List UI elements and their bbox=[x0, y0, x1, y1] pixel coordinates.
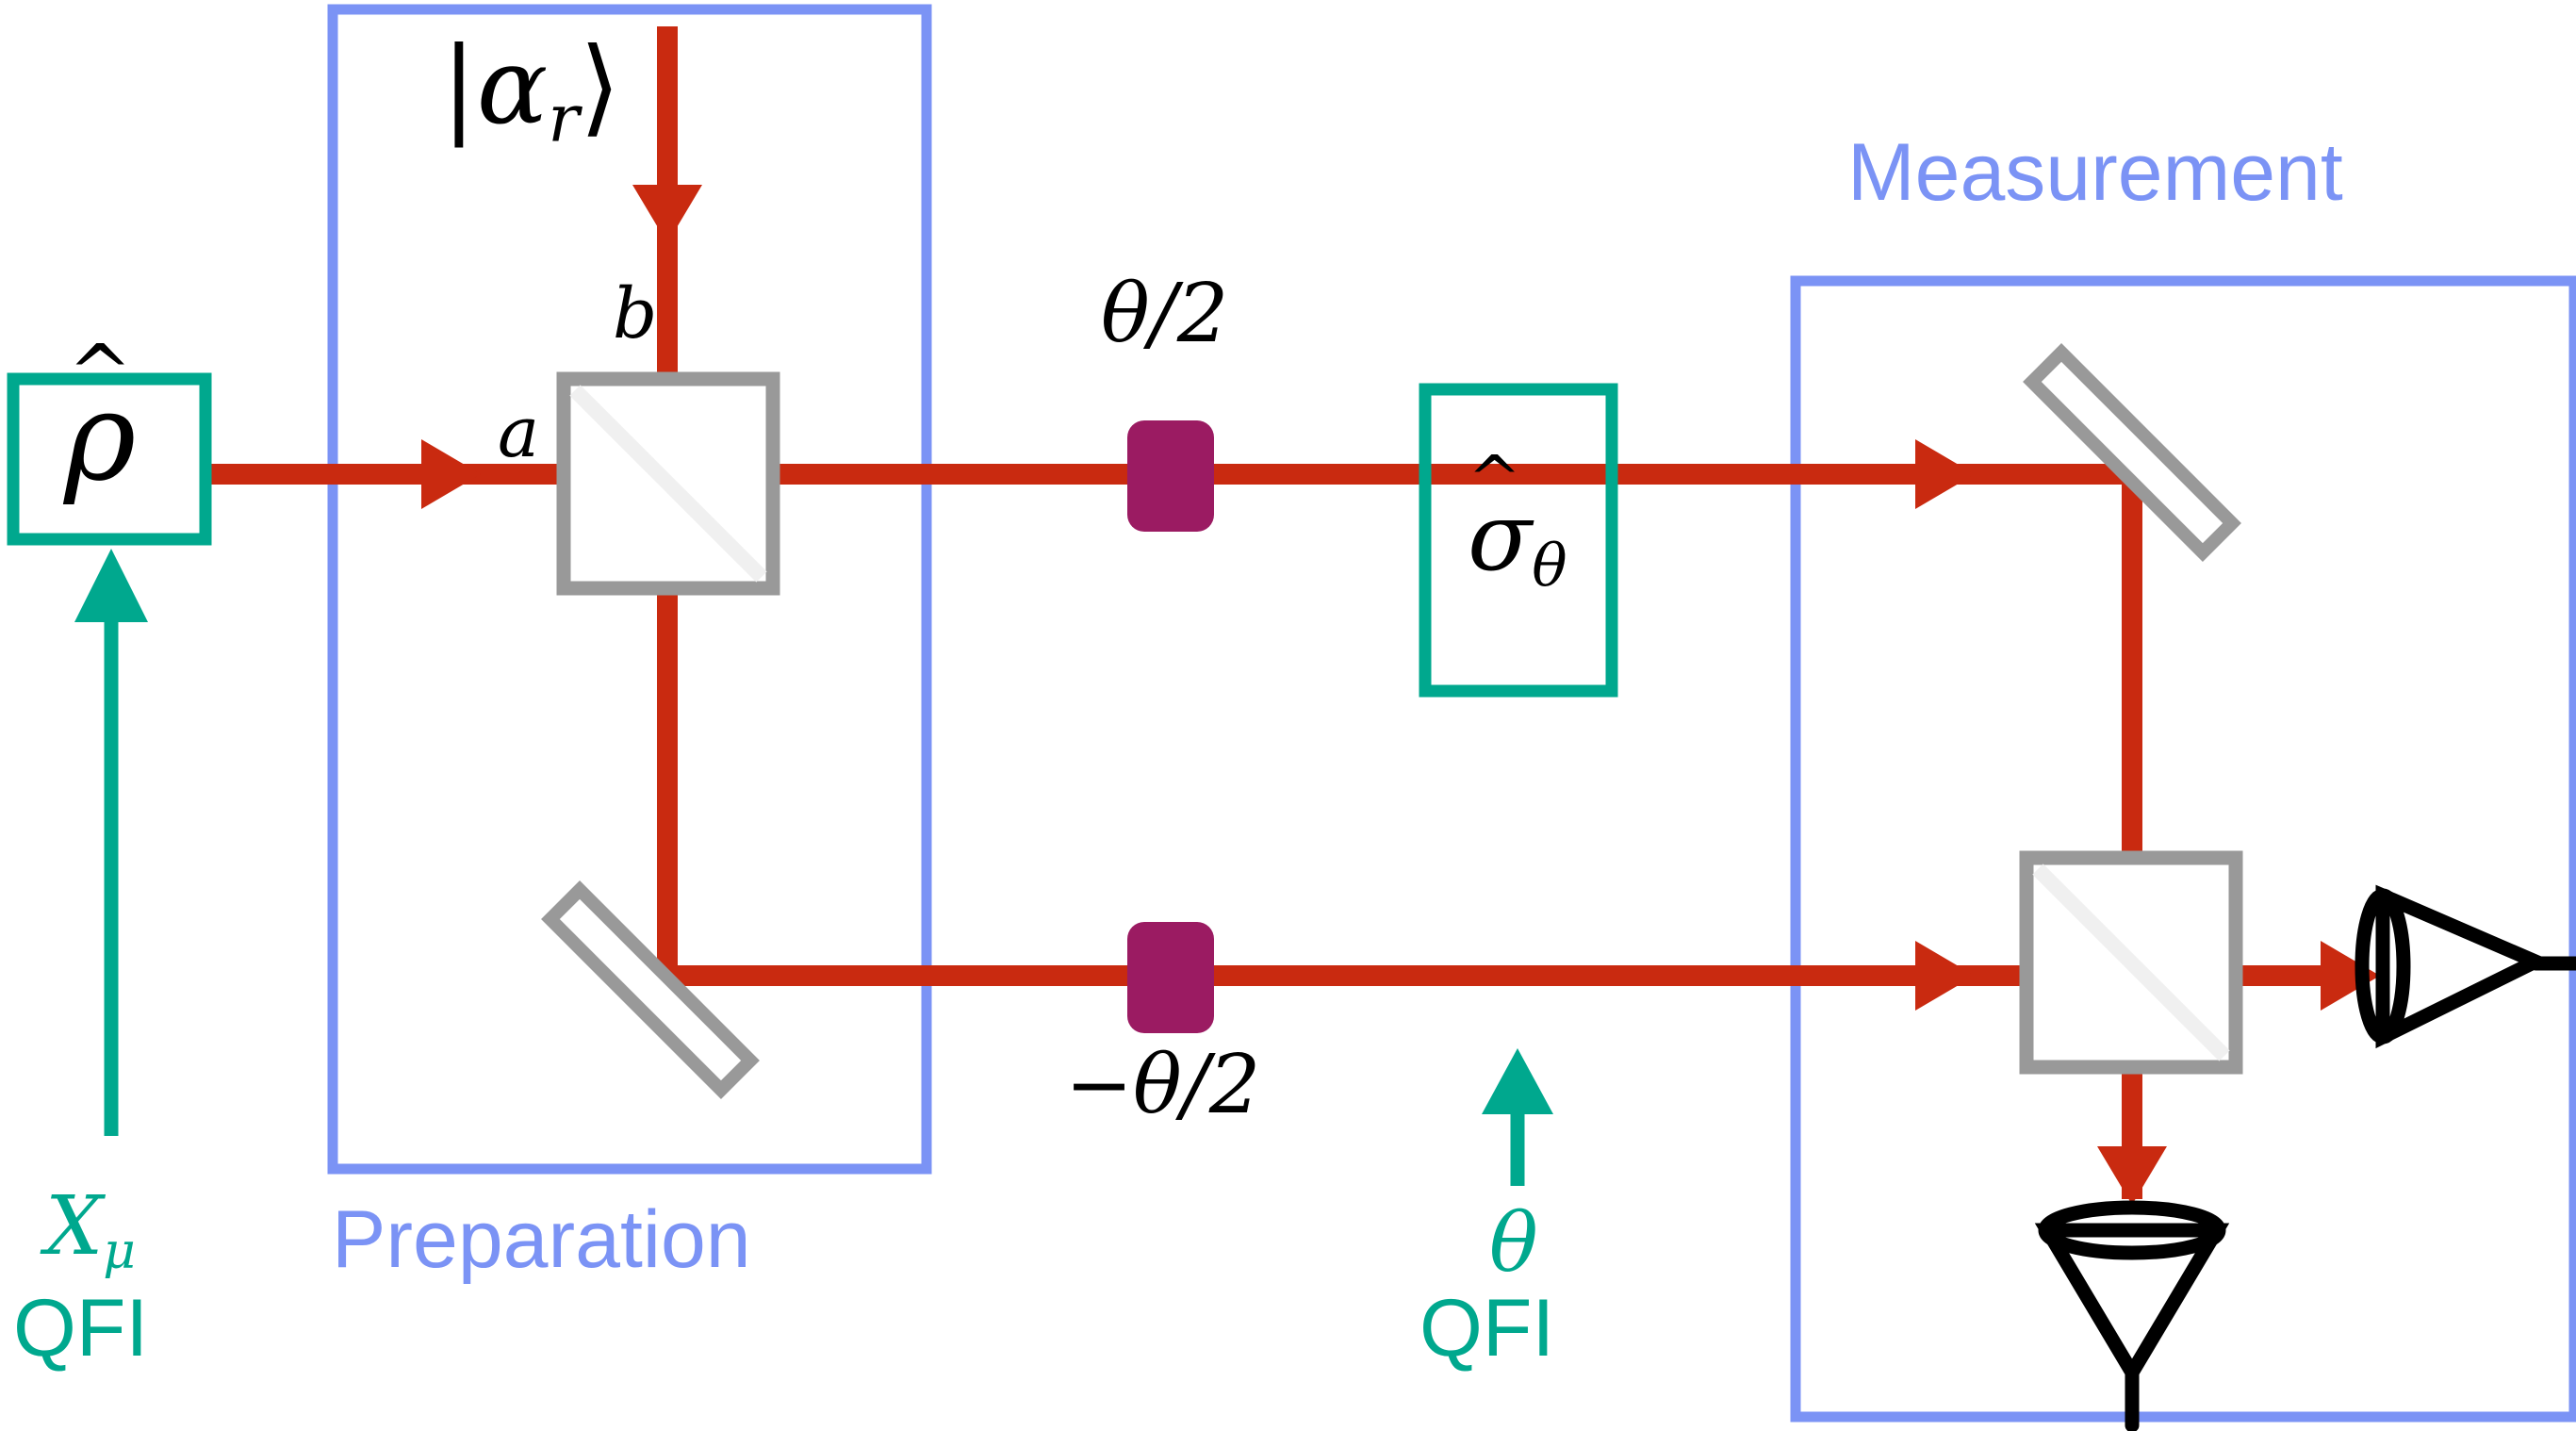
mode-a-label: a bbox=[498, 392, 540, 473]
qfi-state-arrow-head-icon bbox=[74, 549, 148, 622]
sigma-symbol: σ bbox=[1468, 482, 1533, 592]
input-state-label: ^ ρ bbox=[64, 336, 136, 499]
arrowhead-detector-bottom-icon bbox=[2097, 1146, 2167, 1205]
sigma-hat-icon: ^ bbox=[1468, 443, 1522, 518]
ket-open-symbol: |α bbox=[441, 25, 549, 148]
ket-close-symbol: ⟩ bbox=[579, 25, 621, 148]
phase-upper-label: θ/2 bbox=[1101, 267, 1229, 361]
phase-shifter-lower bbox=[1127, 922, 1214, 1033]
rho-hat-icon: ^ bbox=[67, 329, 133, 419]
input-state-box bbox=[7, 372, 212, 546]
qfi-state-subscript: μ bbox=[103, 1221, 136, 1280]
arrowhead-input-icon bbox=[421, 439, 481, 509]
ket-subscript: r bbox=[548, 81, 580, 157]
qfi-phase-symbol-label: θ bbox=[1489, 1196, 1538, 1291]
preparation-frame-label: Preparation bbox=[332, 1194, 751, 1285]
beam-splitter-1 bbox=[556, 371, 780, 596]
phase-shifter-upper bbox=[1127, 420, 1214, 532]
measurement-frame bbox=[1790, 275, 2576, 1423]
qfi-state-caption: QFI bbox=[13, 1283, 149, 1373]
ancilla-ket-label: |αr⟩ bbox=[441, 34, 620, 153]
arrowhead-detector-right-icon bbox=[2321, 941, 2380, 1011]
sigma-subscript: θ bbox=[1532, 531, 1567, 600]
qfi-arrows bbox=[74, 549, 1553, 1186]
beam-splitter-2 bbox=[2019, 850, 2243, 1075]
qfi-state-symbol-label: Xμ bbox=[45, 1186, 136, 1276]
photodetector-right bbox=[2354, 884, 2576, 1049]
photodetector-bottom bbox=[2034, 1200, 2230, 1431]
mode-b-label: b bbox=[613, 273, 658, 354]
qfi-state-symbol: X bbox=[45, 1179, 104, 1274]
preparation-frame bbox=[327, 4, 932, 1175]
measurement-frame-label: Measurement bbox=[1847, 127, 2343, 218]
qfi-phase-caption: QFI bbox=[1419, 1283, 1555, 1373]
mirror-top-right bbox=[2023, 343, 2241, 562]
phase-lower-label: −θ/2 bbox=[1065, 1038, 1261, 1132]
arrowhead-ancilla-down-icon bbox=[632, 185, 702, 243]
mirror-bottom-left bbox=[541, 880, 760, 1099]
arrowhead-upper-arm-icon bbox=[1915, 439, 1975, 509]
beam-arrowheads bbox=[421, 185, 2380, 1205]
arrowhead-lower-arm-icon bbox=[1915, 941, 1975, 1011]
beam-paths bbox=[198, 26, 2356, 1199]
qfi-phase-arrow-head-icon bbox=[1482, 1048, 1553, 1114]
unitary-sigma-box bbox=[1419, 383, 1618, 698]
rho-symbol: ρ bbox=[64, 365, 137, 508]
unitary-sigma-label: ^ σθ bbox=[1468, 449, 1567, 595]
